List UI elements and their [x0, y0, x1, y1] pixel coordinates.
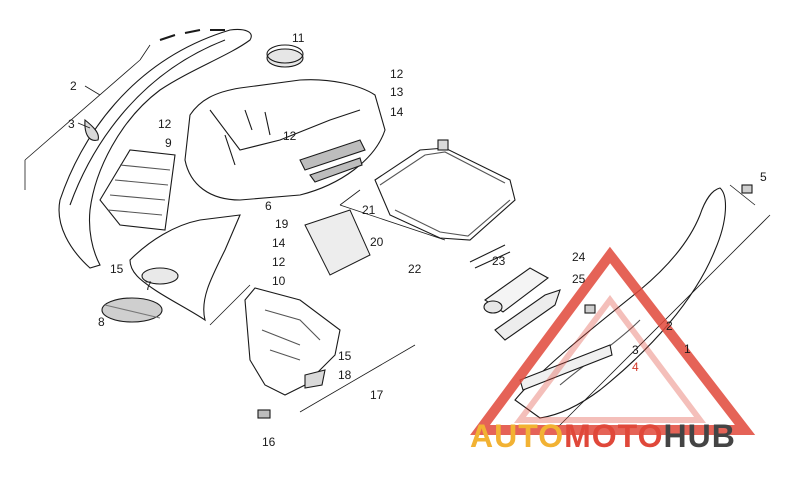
side-panel-part: [514, 184, 753, 419]
callout-2: 2: [666, 319, 673, 333]
visor-part: [304, 209, 371, 276]
watermark-triangle-icon: [470, 246, 756, 435]
callout-5: 5: [760, 170, 767, 184]
callout-12: 12: [283, 129, 297, 143]
callout-22: 22: [408, 262, 422, 276]
callout-labels: 11 2 3 12 12 13 14 12 9 6 19 14 12 10 15…: [68, 31, 767, 449]
callout-18: 18: [338, 368, 352, 382]
inner-panel-part: [99, 149, 176, 231]
watermark-moto: MOTO: [564, 418, 664, 454]
callout-2: 2: [70, 79, 77, 93]
callout-1: 1: [684, 342, 691, 356]
callout-4: 4: [632, 360, 639, 374]
storage-tray-part: [374, 139, 516, 241]
callout-15: 15: [110, 262, 124, 276]
callout-leader-lines: [24, 44, 151, 190]
callout-13: 13: [390, 85, 404, 99]
callout-20: 20: [370, 235, 384, 249]
callout-14: 14: [390, 105, 404, 119]
callout-12: 12: [272, 255, 286, 269]
callout-21: 21: [362, 203, 376, 217]
watermark-logo: AUTOMOTOHUB: [470, 418, 736, 454]
watermark-hub: HUB: [663, 418, 736, 454]
lower-bracket-part: [244, 287, 341, 419]
callout-12: 12: [390, 67, 404, 81]
callout-6: 6: [265, 199, 272, 213]
callout-11: 11: [292, 31, 305, 45]
callout-8: 8: [98, 315, 105, 329]
callout-19: 19: [275, 217, 289, 231]
callout-3: 3: [68, 117, 75, 131]
canister-part: [469, 244, 561, 341]
callout-25: 25: [572, 272, 586, 286]
callout-9: 9: [165, 136, 172, 150]
callout-17: 17: [370, 388, 384, 402]
windshield-part: [58, 28, 252, 269]
callout-14: 14: [272, 236, 286, 250]
watermark-auto: AUTO: [470, 418, 565, 454]
tray-box-lines: [339, 189, 446, 241]
callout-3: 3: [632, 343, 639, 357]
callout-16: 16: [262, 435, 276, 449]
callout-15: 15: [338, 349, 352, 363]
callout-23: 23: [492, 254, 506, 268]
callout-12: 12: [158, 117, 172, 131]
callout-7: 7: [145, 279, 152, 293]
bracket-box-lines: [209, 284, 416, 413]
hood-part: [184, 44, 386, 201]
callout-24: 24: [572, 250, 586, 264]
callout-10: 10: [272, 274, 286, 288]
nose-part: [101, 214, 241, 323]
